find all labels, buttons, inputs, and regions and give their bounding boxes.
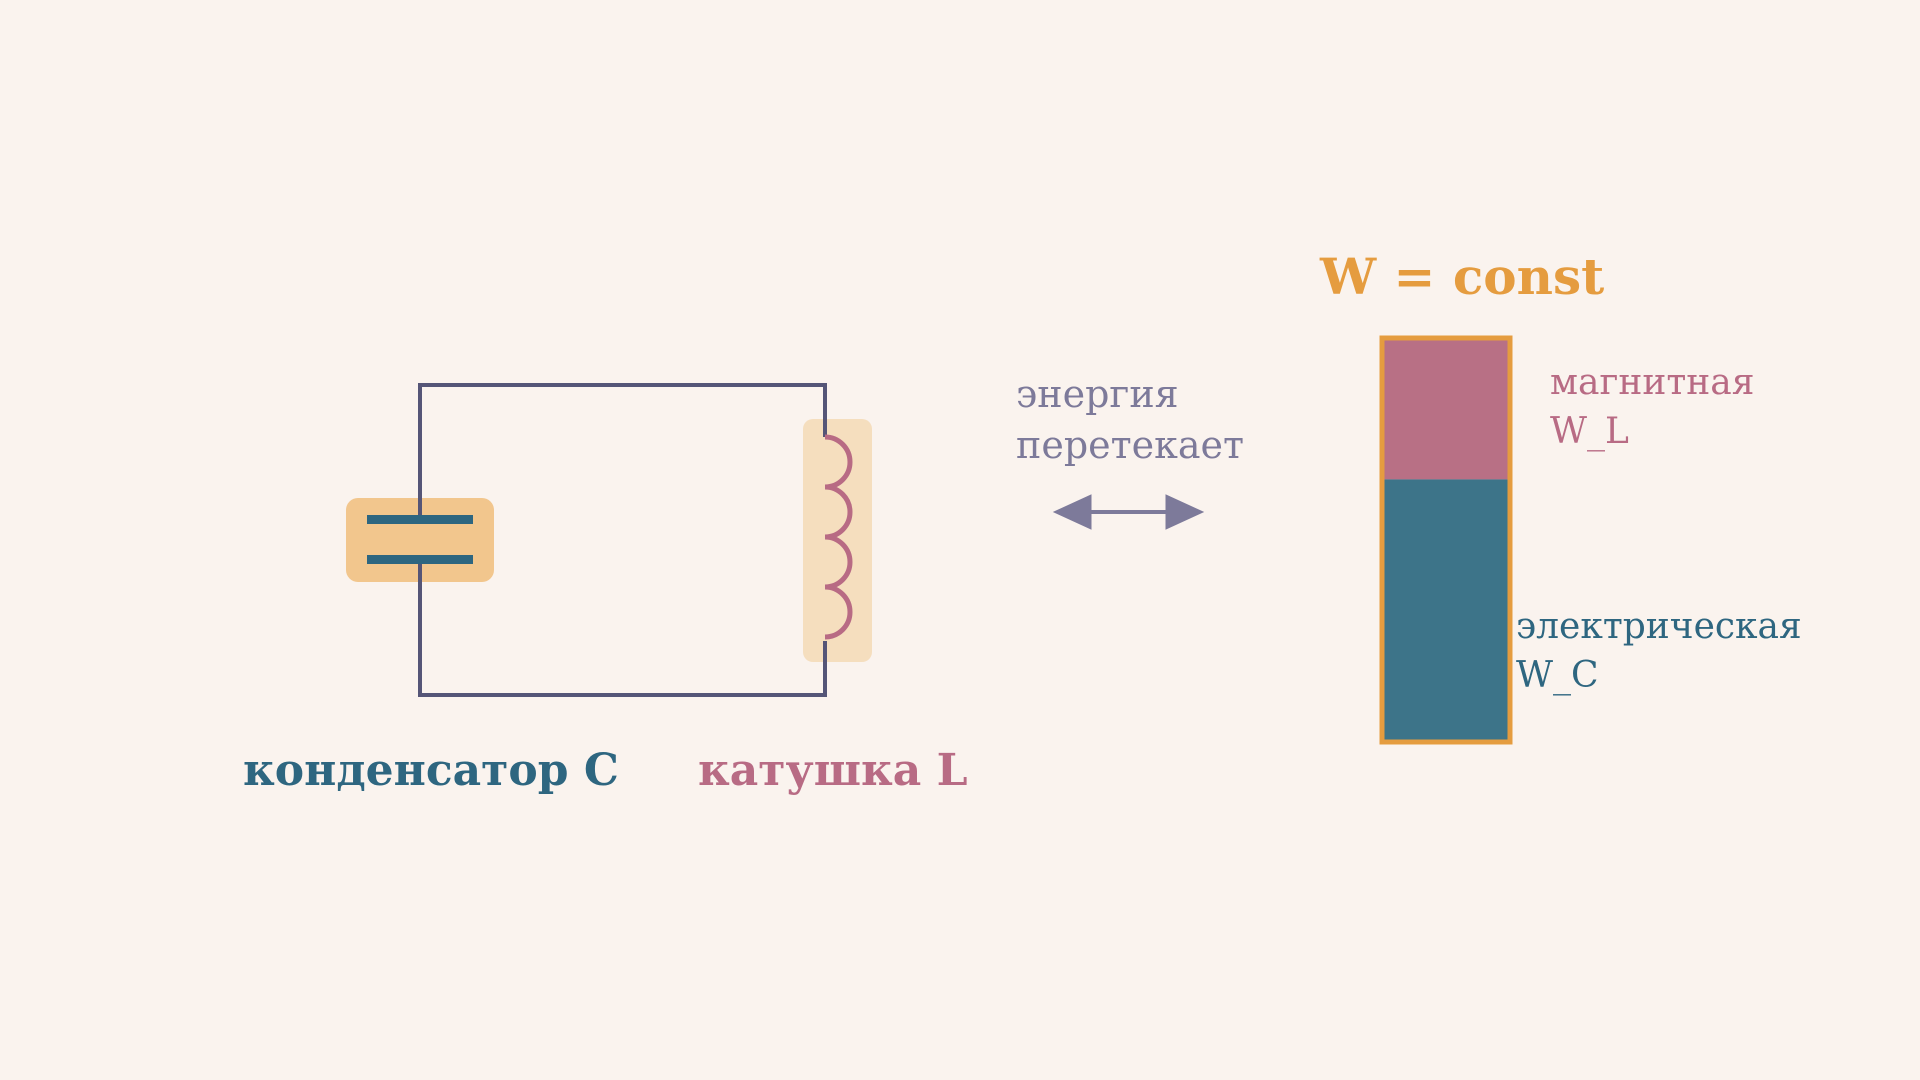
energy-flow: энергия перетекает — [1016, 372, 1244, 530]
coil-winding — [824, 434, 853, 640]
magnetic-symbol: W_L — [1550, 411, 1629, 452]
flow-label-line1: энергия — [1016, 372, 1179, 416]
capacitor-plates — [367, 515, 473, 564]
double-headed-arrow-icon — [1052, 494, 1205, 530]
flow-label-line2: перетекает — [1016, 423, 1244, 467]
wire-bottom — [418, 560, 827, 697]
circuit-wires — [418, 383, 827, 697]
electric-label: электрическая — [1516, 606, 1802, 647]
magnetic-label: магнитная — [1550, 362, 1754, 403]
energy-bar-title: W = const — [1319, 247, 1604, 306]
capacitor-plate-bottom — [367, 555, 473, 564]
coil-label: катушка L — [698, 745, 968, 796]
capacitor-label: конденсатор C — [243, 745, 619, 796]
capacitor-plate-top — [367, 515, 473, 524]
magnetic-energy-segment — [1382, 338, 1510, 480]
energy-bar-border — [1379, 335, 1513, 745]
electric-energy-segment — [1382, 479, 1510, 742]
lc-circuit: конденсатор C катушка L — [243, 383, 968, 796]
electric-symbol: W_C — [1516, 655, 1599, 696]
wire-top — [418, 383, 827, 519]
energy-bar — [1379, 335, 1513, 745]
energy-bar-group: W = const магнитная W_L электрическая W_… — [1319, 247, 1802, 745]
